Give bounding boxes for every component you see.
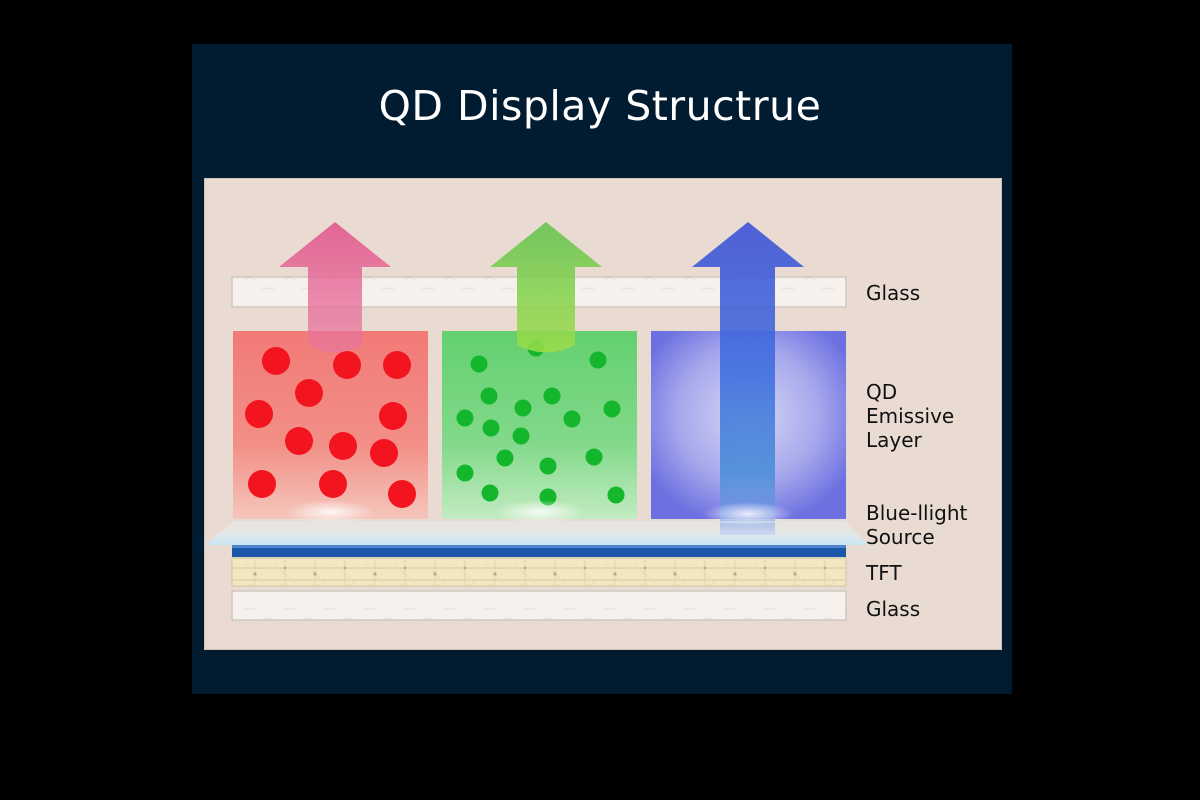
qd-label-line2: Emissive: [866, 404, 955, 428]
blue-light-arrow: [692, 222, 804, 535]
diagram-title: QD Display Structrue: [378, 82, 822, 130]
red-quantum-dots: [245, 347, 416, 508]
tft-label: TFT: [866, 561, 902, 585]
green-qd-box: [442, 331, 637, 519]
bottom-glass-layer: [231, 590, 847, 621]
glass-bottom-label: Glass: [866, 597, 921, 621]
blue-light-label-line1: Blue-llight: [866, 501, 968, 525]
blue-light-label-line2: Source: [866, 525, 935, 549]
green-light-arrow: [490, 222, 602, 510]
qd-label-line1: QD: [866, 380, 898, 404]
tft-layer: [231, 557, 847, 587]
qd-label-line3: Layer: [866, 428, 922, 452]
blue-light-source: [205, 500, 868, 545]
red-light-arrow: [279, 222, 391, 510]
glass-top-label: Glass: [866, 281, 921, 305]
